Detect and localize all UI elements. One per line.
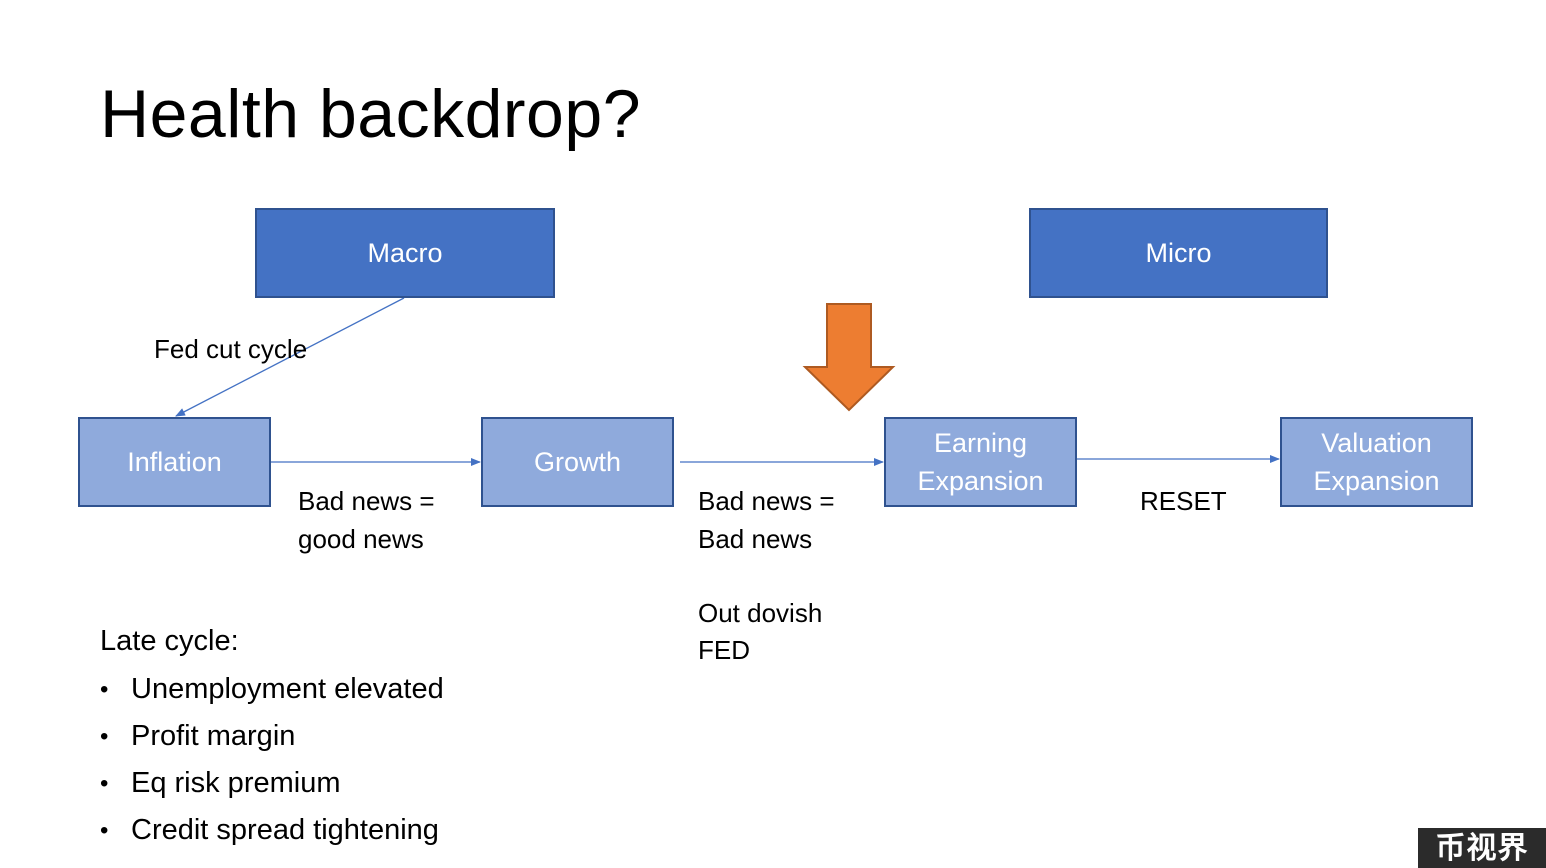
valuation-expansion-label-line2: Expansion	[1313, 466, 1440, 496]
growth-box-label: Growth	[533, 447, 622, 477]
micro-box-label: Micro	[1145, 238, 1212, 268]
valuation-expansion-box: Valuation Expansion	[1280, 417, 1473, 507]
earning-expansion-box: Earning Expansion	[884, 417, 1077, 507]
earning-expansion-label-line2: Expansion	[917, 466, 1044, 496]
reset-label: RESET	[1140, 486, 1227, 516]
bullet-icon: •	[100, 817, 109, 844]
list-item: • Eq risk premium	[100, 760, 444, 807]
bullet-icon: •	[100, 723, 109, 750]
macro-box: Macro	[255, 208, 555, 298]
list-item: • Credit spread tightening	[100, 807, 444, 854]
growth-box: Growth	[481, 417, 674, 507]
fed-cut-cycle-label: Fed cut cycle	[154, 334, 308, 364]
late-cycle-heading: Late cycle:	[100, 625, 239, 657]
list-item-text: Unemployment elevated	[131, 673, 444, 705]
bullet-icon: •	[100, 676, 109, 703]
late-cycle-section: Late cycle: • Unemployment elevated • Prof…	[100, 622, 444, 854]
macro-box-label: Macro	[367, 238, 443, 268]
list-item-text: Credit spread tightening	[131, 814, 439, 846]
watermark-logo: 币视界	[1418, 828, 1546, 868]
inflation-box: Inflation	[78, 417, 271, 507]
list-item-text: Eq risk premium	[131, 767, 341, 799]
micro-box: Micro	[1029, 208, 1328, 298]
arrow-macro-to-inflation	[175, 297, 405, 417]
highlight-down-arrow	[802, 303, 896, 412]
slide-title: Health backdrop?	[100, 76, 642, 152]
list-item: • Profit margin	[100, 713, 444, 760]
earning-expansion-label-line1: Earning	[933, 428, 1028, 458]
bad-news-good-news-label: Bad news = good news	[298, 486, 435, 554]
inflation-box-label: Inflation	[127, 447, 222, 477]
bullet-icon: •	[100, 770, 109, 797]
valuation-expansion-label-line1: Valuation	[1321, 428, 1432, 458]
out-dovish-fed-label: Out dovish FED	[698, 598, 823, 665]
list-item: • Unemployment elevated	[100, 666, 444, 713]
late-cycle-list: • Unemployment elevated • Profit margin • E…	[100, 666, 444, 854]
list-item-text: Profit margin	[131, 720, 296, 752]
bad-news-bad-news-label: Bad news = Bad news	[698, 486, 835, 554]
